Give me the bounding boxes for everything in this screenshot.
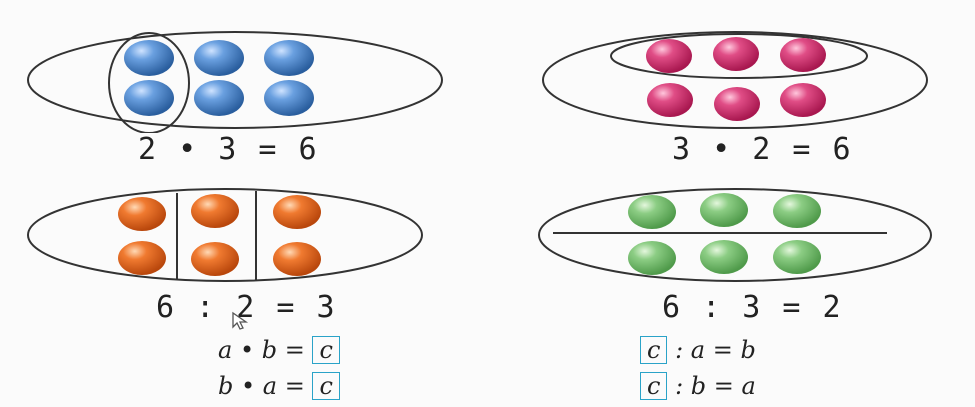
ball (700, 193, 748, 227)
ball (647, 83, 693, 117)
formula-a-times-b: a • b = c (218, 336, 340, 364)
ball (118, 241, 166, 275)
ball (124, 40, 174, 76)
blue-set-diagram (25, 28, 445, 133)
ball (646, 39, 692, 73)
ball (700, 240, 748, 274)
ball (264, 80, 314, 116)
boxed-variable: c (640, 372, 667, 400)
ball (264, 40, 314, 76)
pink-set-diagram (540, 28, 960, 133)
ball (273, 195, 321, 229)
formula-text: : a = b (667, 336, 755, 364)
ball (194, 80, 244, 116)
ball (773, 194, 821, 228)
ball (191, 194, 239, 228)
formula-b-times-a: b • a = c (218, 372, 340, 400)
ball (118, 197, 166, 231)
green-panel (535, 185, 955, 290)
ball (780, 83, 826, 117)
blue-equation: 2 • 3 = 6 (138, 132, 319, 167)
formula-c-div-a: c : a = b (640, 336, 756, 364)
green-set-diagram (535, 185, 955, 290)
formula-c-div-b: c : b = a (640, 372, 756, 400)
ball (714, 87, 760, 121)
ball (628, 195, 676, 229)
pink-panel (540, 28, 960, 133)
ball (273, 242, 321, 276)
boxed-variable: c (640, 336, 667, 364)
ball (124, 80, 174, 116)
orange-panel (25, 185, 445, 290)
ball (773, 240, 821, 274)
cursor-pointer-icon (230, 310, 252, 332)
ball (191, 242, 239, 276)
green-equation: 6 : 3 = 2 (662, 290, 843, 325)
ball (713, 37, 759, 71)
ball (628, 241, 676, 275)
blue-panel (25, 28, 445, 133)
ball (194, 40, 244, 76)
formula-text: : b = a (667, 372, 755, 400)
boxed-variable: c (312, 372, 339, 400)
pink-equation: 3 • 2 = 6 (672, 132, 853, 167)
formula-text: b • a = (218, 372, 312, 400)
orange-set-diagram (25, 185, 445, 290)
boxed-variable: c (312, 336, 339, 364)
formula-text: a • b = (218, 336, 312, 364)
ball (780, 38, 826, 72)
